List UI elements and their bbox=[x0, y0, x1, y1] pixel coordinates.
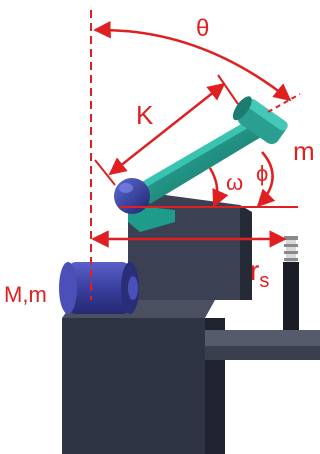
mass-label: M,m bbox=[4, 282, 47, 307]
theta-arc bbox=[93, 20, 292, 102]
k-extension-upper bbox=[217, 74, 239, 105]
spring-post bbox=[283, 236, 299, 330]
rs-label-subscript: s bbox=[259, 270, 269, 292]
pivot-hub bbox=[114, 178, 150, 214]
arm-axis-dashed bbox=[267, 93, 301, 113]
end-mass bbox=[232, 96, 288, 145]
base-block bbox=[62, 318, 205, 454]
omega-label: ω bbox=[226, 170, 243, 195]
k-label: K bbox=[136, 100, 154, 130]
rs-label-main: r bbox=[250, 255, 259, 286]
k-extension-lower bbox=[94, 159, 116, 186]
k-dimension-arrow bbox=[108, 82, 226, 176]
base-plate-top bbox=[205, 330, 320, 346]
m-label: m bbox=[293, 136, 315, 166]
rs-label: rs bbox=[250, 255, 269, 292]
phi-arc bbox=[256, 151, 276, 208]
roller-cylinder bbox=[59, 262, 139, 314]
base-plate bbox=[205, 346, 320, 360]
theta-label: θ bbox=[196, 15, 209, 42]
base-frame bbox=[62, 300, 320, 454]
annotations bbox=[90, 10, 301, 300]
omega-arc bbox=[208, 167, 229, 208]
phi-label: ϕ bbox=[256, 161, 268, 186]
